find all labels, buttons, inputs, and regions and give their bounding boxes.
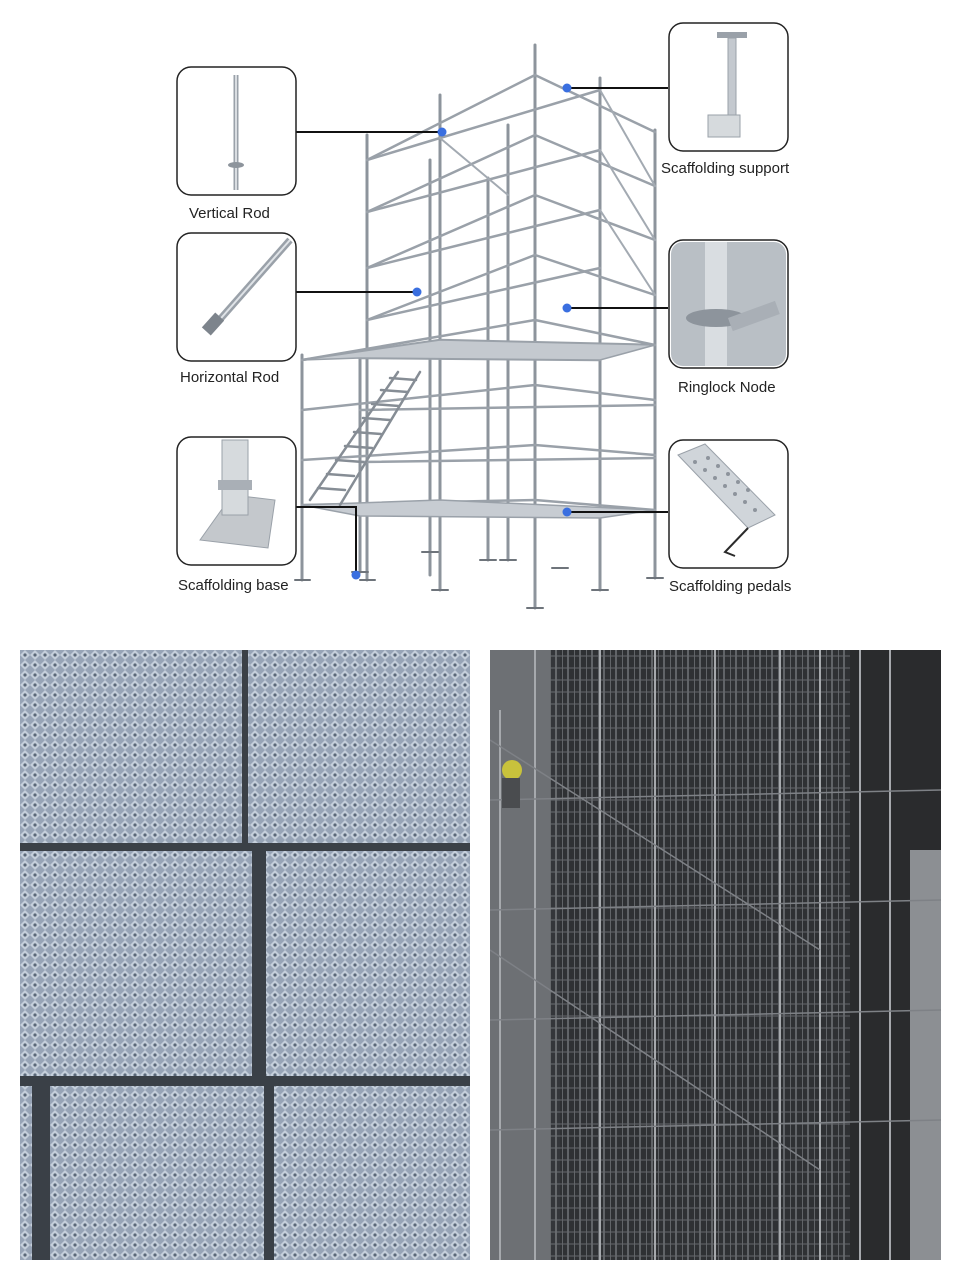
horizontal-rod-label: Horizontal Rod	[180, 369, 280, 386]
scaffolding-base-label: Scaffolding base	[178, 577, 289, 594]
scaffolding-support-box	[668, 22, 789, 152]
vertical-rod-box	[176, 66, 297, 196]
construction-scaffolding-photo	[490, 650, 941, 1260]
scaffolding-component-diagram	[176, 22, 789, 610]
scaffolding-support-label: Scaffolding support	[661, 160, 790, 177]
scaffolding-pedals-box	[668, 439, 789, 569]
ringlock-node-label: Ringlock Node	[678, 379, 776, 396]
leader-lines	[296, 87, 668, 575]
vertical-rod-label: Vertical Rod	[189, 205, 270, 222]
vertical-rod-dot	[437, 127, 447, 137]
scaffolding-pedals-dot	[562, 507, 572, 517]
horizontal-rod-box	[176, 232, 297, 362]
scaffolding-base-dot	[351, 570, 361, 580]
scaffolding-pedals-label: Scaffolding pedals	[669, 578, 792, 595]
scaffold-tower	[294, 43, 664, 610]
scaffolding-support-dot	[562, 83, 572, 93]
ringlock-node-dot	[562, 303, 572, 313]
ringlock-node-box	[668, 239, 789, 369]
scaffolding-base-box	[176, 436, 297, 566]
galvanized-plates-photo	[20, 650, 470, 1260]
horizontal-rod-dot	[412, 287, 422, 297]
callout-dots	[351, 83, 572, 580]
